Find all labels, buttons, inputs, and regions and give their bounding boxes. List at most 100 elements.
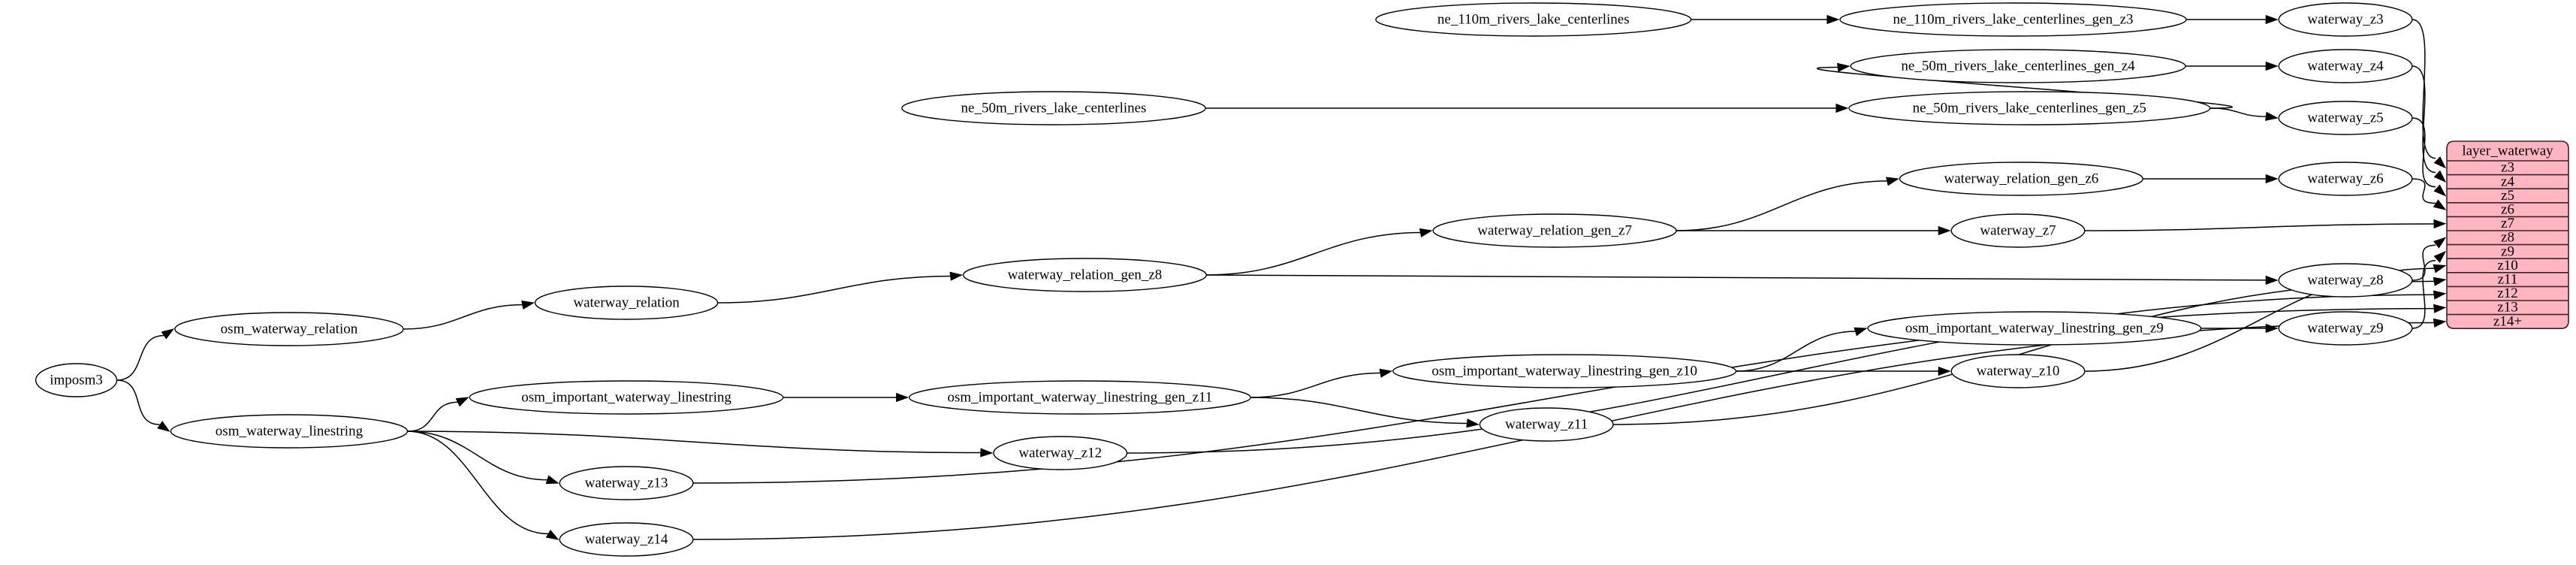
table-row-z8[interactable]: z8 (2501, 230, 2514, 246)
node-ellipse[interactable] (2278, 2, 2413, 37)
node-ellipse[interactable] (469, 380, 784, 415)
edge-arrowhead (1837, 62, 1851, 72)
table-row-label: z7 (2501, 216, 2514, 231)
graph-node-waterway_z10[interactable]: waterway_z10 (1950, 354, 2086, 388)
node-ellipse[interactable] (170, 414, 409, 449)
table-row-z7[interactable]: z7 (2501, 216, 2514, 231)
node-ellipse[interactable] (993, 436, 1128, 470)
node-ellipse[interactable] (2278, 263, 2413, 298)
node-ellipse[interactable] (559, 466, 694, 500)
table-row-z13[interactable]: z13 (2497, 300, 2517, 316)
table-row-z6[interactable]: z6 (2501, 201, 2514, 217)
table-row-label: z9 (2501, 243, 2514, 259)
edge-arrowhead (2265, 14, 2279, 25)
graph-node-waterway_z14[interactable]: waterway_z14 (559, 522, 694, 557)
node-label: waterway_z14 (585, 531, 668, 547)
graph-node-waterway_z12[interactable]: waterway_z12 (993, 436, 1128, 470)
graph-node-imposm3[interactable]: imposm3 (35, 363, 118, 397)
graph-node-ne_110m_rivers_lake_centerlines_gen_z3[interactable]: ne_110m_rivers_lake_centerlines_gen_z3 (1839, 2, 2187, 37)
edge-arrowhead (1419, 228, 1433, 237)
edge-arrowhead (2433, 264, 2447, 273)
graph-node-osm_important_waterway_linestring_gen_z10[interactable]: osm_important_waterway_linestring_gen_z1… (1392, 354, 1737, 388)
graph-node-waterway_z3[interactable]: waterway_z3 (2278, 2, 2413, 37)
graph-edge (403, 304, 524, 330)
node-ellipse[interactable] (1375, 2, 1692, 37)
node-ellipse[interactable] (559, 522, 694, 557)
node-ellipse[interactable] (1839, 2, 2187, 37)
edge-arrowhead (2433, 318, 2447, 328)
node-ellipse[interactable] (962, 258, 1208, 292)
node-ellipse[interactable] (1848, 91, 2211, 125)
graph-node-osm_important_waterway_linestring_gen_z11[interactable]: osm_important_waterway_linestring_gen_z1… (908, 380, 1251, 415)
node-ellipse[interactable] (2278, 49, 2413, 83)
edge-arrowhead (896, 392, 909, 403)
graph-node-osm_important_waterway_linestring[interactable]: osm_important_waterway_linestring (469, 380, 784, 415)
node-ellipse[interactable] (1950, 213, 2086, 248)
graph-node-waterway_z8[interactable]: waterway_z8 (2278, 263, 2413, 298)
edge-arrowhead (2265, 174, 2279, 184)
layer-waterway-table[interactable]: layer_waterwayz3z4z5z6z7z8z9z10z11z12z13… (2446, 140, 2569, 329)
node-label: waterway_z9 (2307, 320, 2383, 336)
edge-arrowhead (2433, 290, 2447, 300)
graph-node-waterway_relation_gen_z7[interactable]: waterway_relation_gen_z7 (1432, 213, 1677, 248)
graph-node-osm_waterway_relation[interactable]: osm_waterway_relation (174, 312, 404, 346)
table-row-z10[interactable]: z10 (2497, 258, 2517, 273)
node-ellipse[interactable] (2278, 101, 2413, 135)
table-row-z4[interactable]: z4 (2501, 174, 2514, 189)
table-row-z11[interactable]: z11 (2498, 271, 2518, 287)
node-ellipse[interactable] (901, 91, 1206, 125)
graph-node-waterway_z9[interactable]: waterway_z9 (2278, 311, 2413, 346)
table-row-z14+[interactable]: z14+ (2493, 313, 2522, 329)
graph-node-waterway_z7[interactable]: waterway_z7 (1950, 213, 2086, 248)
edge-arrowhead (2265, 323, 2279, 334)
graph-node-osm_waterway_linestring[interactable]: osm_waterway_linestring (170, 414, 409, 449)
edge-arrowhead (1466, 418, 1480, 428)
node-ellipse[interactable] (1867, 311, 2202, 346)
graph-edge (2210, 107, 2268, 117)
edge-arrowhead (545, 529, 560, 540)
graph-node-ne_50m_rivers_lake_centerlines_gen_z4[interactable]: ne_50m_rivers_lake_centerlines_gen_z4 (1850, 49, 2186, 83)
graph-node-waterway_z13[interactable]: waterway_z13 (559, 466, 694, 500)
node-label: ne_110m_rivers_lake_centerlines_gen_z3 (1893, 11, 2133, 27)
graph-node-ne_110m_rivers_lake_centerlines[interactable]: ne_110m_rivers_lake_centerlines (1375, 2, 1692, 37)
graph-node-osm_important_waterway_linestring_gen_z9[interactable]: osm_important_waterway_linestring_gen_z9 (1867, 311, 2202, 346)
edge-arrowhead (161, 328, 175, 340)
graph-edge (407, 431, 549, 535)
edge-arrowhead (1826, 14, 1840, 25)
edge-arrowhead (2433, 276, 2447, 286)
table-row-z9[interactable]: z9 (2501, 243, 2514, 259)
graph-node-waterway_relation_gen_z6[interactable]: waterway_relation_gen_z6 (1899, 162, 2143, 196)
node-ellipse[interactable] (1392, 354, 1737, 388)
table-row-z3[interactable]: z3 (2501, 160, 2514, 176)
node-ellipse[interactable] (2278, 162, 2413, 196)
table-row-z5[interactable]: z5 (2501, 188, 2514, 204)
table-row-label: z12 (2497, 286, 2517, 301)
graph-edge (1676, 180, 1889, 231)
graph-node-waterway_relation_gen_z8[interactable]: waterway_relation_gen_z8 (962, 258, 1208, 292)
node-ellipse[interactable] (1850, 49, 2186, 83)
node-ellipse[interactable] (174, 312, 404, 346)
node-label: waterway_z5 (2307, 110, 2383, 125)
node-label: imposm3 (50, 372, 103, 388)
edge-arrowhead (1938, 366, 1951, 376)
graph-node-ne_50m_rivers_lake_centerlines[interactable]: ne_50m_rivers_lake_centerlines (901, 91, 1206, 125)
nodes-layer: imposm3 osm_waterway_relation osm_waterway… (35, 2, 2413, 557)
edge-arrowhead (455, 397, 469, 407)
graph-node-waterway_z11[interactable]: waterway_z11 (1479, 407, 1614, 442)
graph-node-waterway_relation[interactable]: waterway_relation (534, 286, 719, 320)
node-ellipse[interactable] (35, 363, 118, 397)
node-ellipse[interactable] (1432, 213, 1677, 248)
graph-node-waterway_z4[interactable]: waterway_z4 (2278, 49, 2413, 83)
node-ellipse[interactable] (1479, 407, 1614, 442)
graph-edge (1250, 372, 1382, 398)
node-ellipse[interactable] (1899, 162, 2143, 196)
node-ellipse[interactable] (908, 380, 1251, 415)
node-ellipse[interactable] (1950, 354, 2086, 388)
graph-node-ne_50m_rivers_lake_centerlines_gen_z5[interactable]: ne_50m_rivers_lake_centerlines_gen_z5 (1848, 91, 2211, 125)
graph-node-waterway_z5[interactable]: waterway_z5 (2278, 101, 2413, 135)
table-row-z12[interactable]: z12 (2497, 286, 2517, 301)
node-ellipse[interactable] (2278, 311, 2413, 346)
graph-edge (116, 334, 164, 381)
node-ellipse[interactable] (534, 286, 719, 320)
graph-node-waterway_z6[interactable]: waterway_z6 (2278, 162, 2413, 196)
